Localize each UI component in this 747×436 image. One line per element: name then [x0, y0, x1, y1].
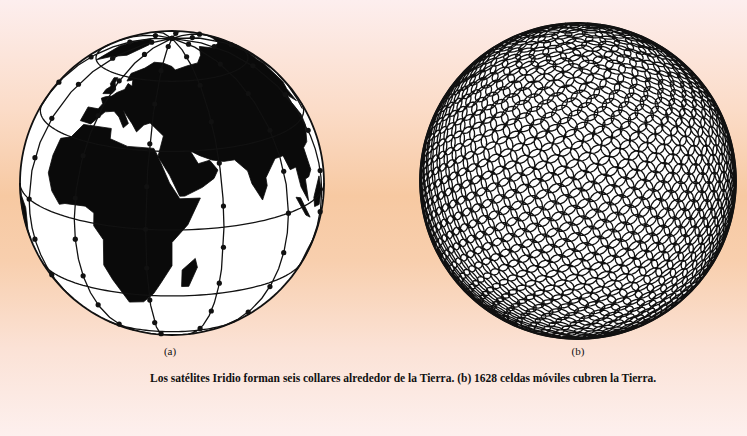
- satellite-dot: [246, 91, 251, 96]
- globe-outline: [420, 23, 736, 339]
- satellite-dot: [267, 284, 272, 289]
- satellite-dot: [250, 63, 255, 68]
- satellite-dot: [286, 211, 291, 216]
- globe-ground: [420, 23, 736, 339]
- satellite-dot: [318, 168, 323, 173]
- satellite-dot: [152, 320, 157, 325]
- satellite-dot: [190, 35, 195, 40]
- satellite-dot: [96, 113, 101, 118]
- satellite-dot: [73, 195, 78, 200]
- satellite-dot: [221, 204, 226, 209]
- satellite-dot: [221, 245, 226, 250]
- satellite-dot: [32, 155, 37, 160]
- satellite-dot: [186, 42, 191, 47]
- cell-circles: [420, 23, 736, 339]
- satellite-dot: [218, 61, 223, 66]
- satellite-dot: [96, 302, 101, 307]
- satellite-dot: [281, 250, 286, 255]
- satellite-dot: [169, 36, 174, 41]
- satellite-dot: [81, 273, 86, 278]
- satellite-dot: [198, 83, 203, 88]
- satellite-dot: [212, 44, 217, 49]
- satellite-dot: [217, 281, 222, 286]
- satellite-dot: [147, 297, 152, 302]
- iridium-orbit-globe: [20, 31, 324, 337]
- satellite-dot: [127, 39, 132, 44]
- satellite-dot: [283, 92, 288, 97]
- globe-ground: [20, 31, 324, 335]
- satellite-dot: [166, 44, 171, 49]
- satellite-dot: [149, 40, 154, 45]
- satellite-dot: [110, 56, 115, 61]
- globe-outline: [20, 31, 324, 335]
- satellite-dot: [76, 82, 81, 87]
- satellite-dot: [153, 33, 158, 38]
- continent: [20, 183, 30, 238]
- continent: [80, 35, 310, 201]
- panel-label: (a): [164, 345, 176, 357]
- satellite-dot: [281, 169, 286, 174]
- satellite-dot: [27, 196, 32, 201]
- satellite-dot: [267, 128, 272, 133]
- satellite-dot: [152, 101, 157, 106]
- satellite-dot: [32, 237, 37, 242]
- satellite-dot: [147, 141, 152, 146]
- satellite-dot: [117, 78, 122, 83]
- satellite-dot: [209, 119, 214, 124]
- cell-coverage-globe: [420, 23, 736, 339]
- satellite-dot: [73, 237, 78, 242]
- figure-caption: Los satélites Iridio forman seis collare…: [30, 370, 720, 386]
- continent: [182, 258, 198, 286]
- satellite-dot: [306, 128, 311, 133]
- satellite-dot: [158, 68, 163, 73]
- orbit-lines: [20, 31, 324, 335]
- continent: [293, 224, 318, 274]
- satellite-dot: [49, 116, 54, 121]
- satellite-dot: [217, 160, 222, 165]
- continent: [314, 176, 321, 207]
- panel-label: (b): [572, 345, 585, 357]
- satellite-dot: [169, 36, 174, 41]
- satellite-dot: [144, 184, 149, 189]
- satellite-dot: [81, 153, 86, 158]
- satellite-dot: [144, 266, 149, 271]
- satellite-dot: [142, 52, 147, 57]
- satellite-dot: [143, 227, 148, 232]
- satellite-dot: [209, 308, 214, 313]
- satellite-dot: [184, 54, 189, 59]
- satellite-dot: [169, 36, 174, 41]
- satellite-dot: [198, 326, 203, 331]
